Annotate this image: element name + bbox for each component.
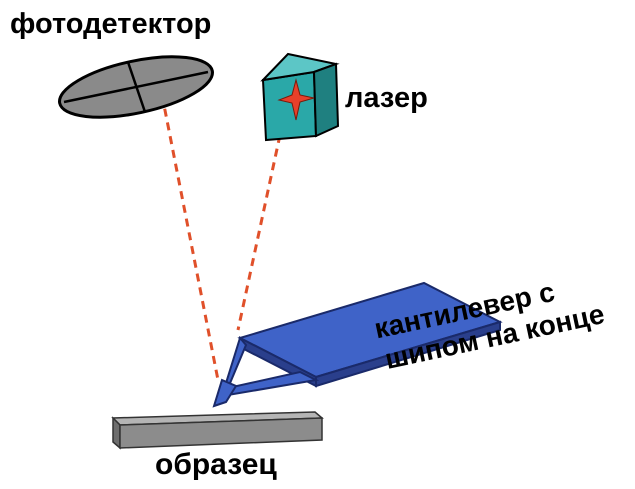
photodetector-icon bbox=[58, 55, 214, 119]
incident-beam bbox=[236, 134, 282, 331]
laser-label: лазер bbox=[345, 82, 428, 114]
sample-label: образец bbox=[155, 448, 277, 481]
cantilever-icon bbox=[212, 281, 503, 408]
laser-star-icon bbox=[277, 78, 315, 121]
reflected-beam bbox=[160, 94, 220, 381]
laser-beam bbox=[160, 94, 282, 381]
sample-block bbox=[111, 411, 324, 450]
photodetector-label: фотодетектор bbox=[10, 8, 212, 40]
laser-icon bbox=[260, 52, 340, 142]
